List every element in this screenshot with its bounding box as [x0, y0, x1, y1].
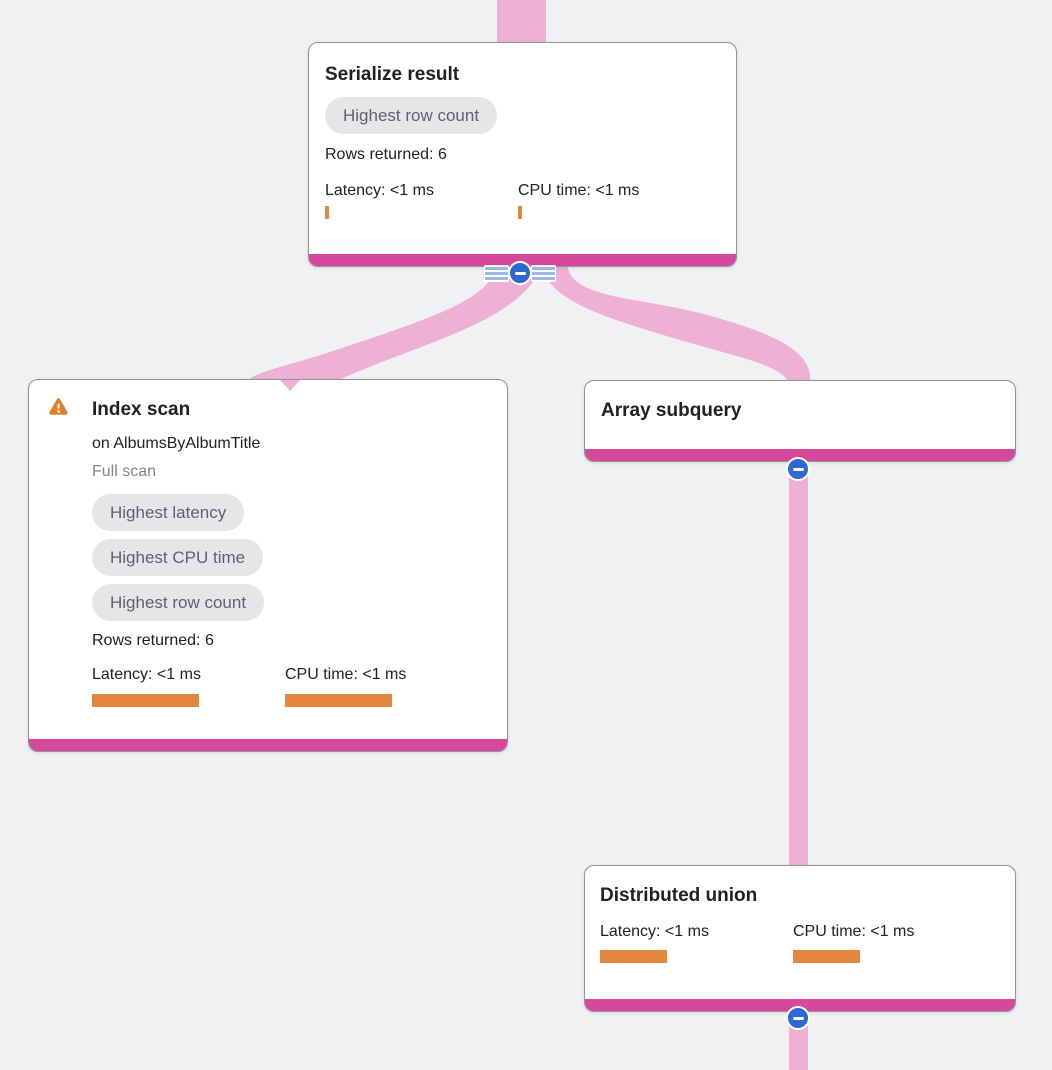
latency-bar	[600, 950, 667, 963]
node-title: Array subquery	[601, 400, 742, 421]
node-title: Distributed union	[600, 885, 758, 906]
node-serialize-result[interactable]: Serialize result Highest row count Rows …	[308, 42, 737, 267]
latency-metric: Latency: <1 ms	[600, 922, 793, 963]
warning-icon	[48, 397, 69, 421]
latency-bar	[92, 694, 199, 707]
cpu-time-label: CPU time: <1 ms	[285, 666, 407, 683]
node-title: Serialize result	[325, 64, 460, 85]
highest-latency-badge: Highest latency	[92, 494, 245, 531]
latency-bar	[325, 206, 329, 219]
collapse-minus-icon	[792, 1016, 804, 1020]
cpu-time-bar	[518, 206, 522, 219]
cpu-time-label: CPU time: <1 ms	[518, 182, 640, 199]
collapse-button-distributed-union[interactable]	[786, 1006, 810, 1030]
node-array-subquery[interactable]: Array subquery	[584, 380, 1016, 462]
highest-row-count-badge: Highest row count	[92, 584, 265, 621]
cpu-time-metric: CPU time: <1 ms	[518, 181, 711, 219]
index-target-label: on AlbumsByAlbumTitle	[92, 435, 261, 452]
node-title: Index scan	[92, 399, 191, 420]
collapse-minus-icon[interactable]	[508, 261, 532, 285]
cpu-time-metric: CPU time: <1 ms	[793, 922, 986, 963]
cpu-time-label: CPU time: <1 ms	[793, 923, 915, 940]
cpu-time-metric: CPU time: <1 ms	[285, 665, 478, 707]
collapse-button-serialize-result[interactable]	[484, 261, 556, 285]
collapse-lines-right	[531, 264, 556, 282]
collapse-minus-icon	[792, 467, 804, 471]
scan-type-label: Full scan	[92, 463, 157, 480]
rows-returned-label: Rows returned: 6	[92, 632, 214, 649]
node-distributed-union[interactable]: Distributed union Latency: <1 ms CPU tim…	[584, 865, 1016, 1012]
latency-metric: Latency: <1 ms	[92, 665, 285, 707]
edge-serialize-to-array-subquery	[541, 262, 811, 384]
collapse-button-array-subquery[interactable]	[786, 457, 810, 481]
node-accent-bar	[585, 449, 1015, 461]
node-accent-bar	[29, 739, 507, 751]
latency-label: Latency: <1 ms	[600, 923, 709, 940]
cpu-time-bar	[793, 950, 860, 963]
latency-label: Latency: <1 ms	[92, 666, 201, 683]
node-accent-bar	[309, 254, 736, 266]
edge-parent-to-serialize	[497, 0, 546, 44]
collapse-lines-left	[484, 264, 509, 282]
highest-cpu-time-badge: Highest CPU time	[92, 539, 264, 576]
latency-metric: Latency: <1 ms	[325, 181, 518, 219]
node-accent-bar	[585, 999, 1015, 1011]
edge-arrow-tip	[280, 380, 300, 391]
rows-returned-label: Rows returned: 6	[325, 146, 447, 163]
latency-label: Latency: <1 ms	[325, 182, 434, 199]
highest-row-count-badge: Highest row count	[325, 97, 498, 134]
edge-array-to-union	[789, 450, 808, 872]
cpu-time-bar	[285, 694, 392, 707]
node-index-scan[interactable]: Index scan on AlbumsByAlbumTitle Full sc…	[28, 379, 508, 752]
